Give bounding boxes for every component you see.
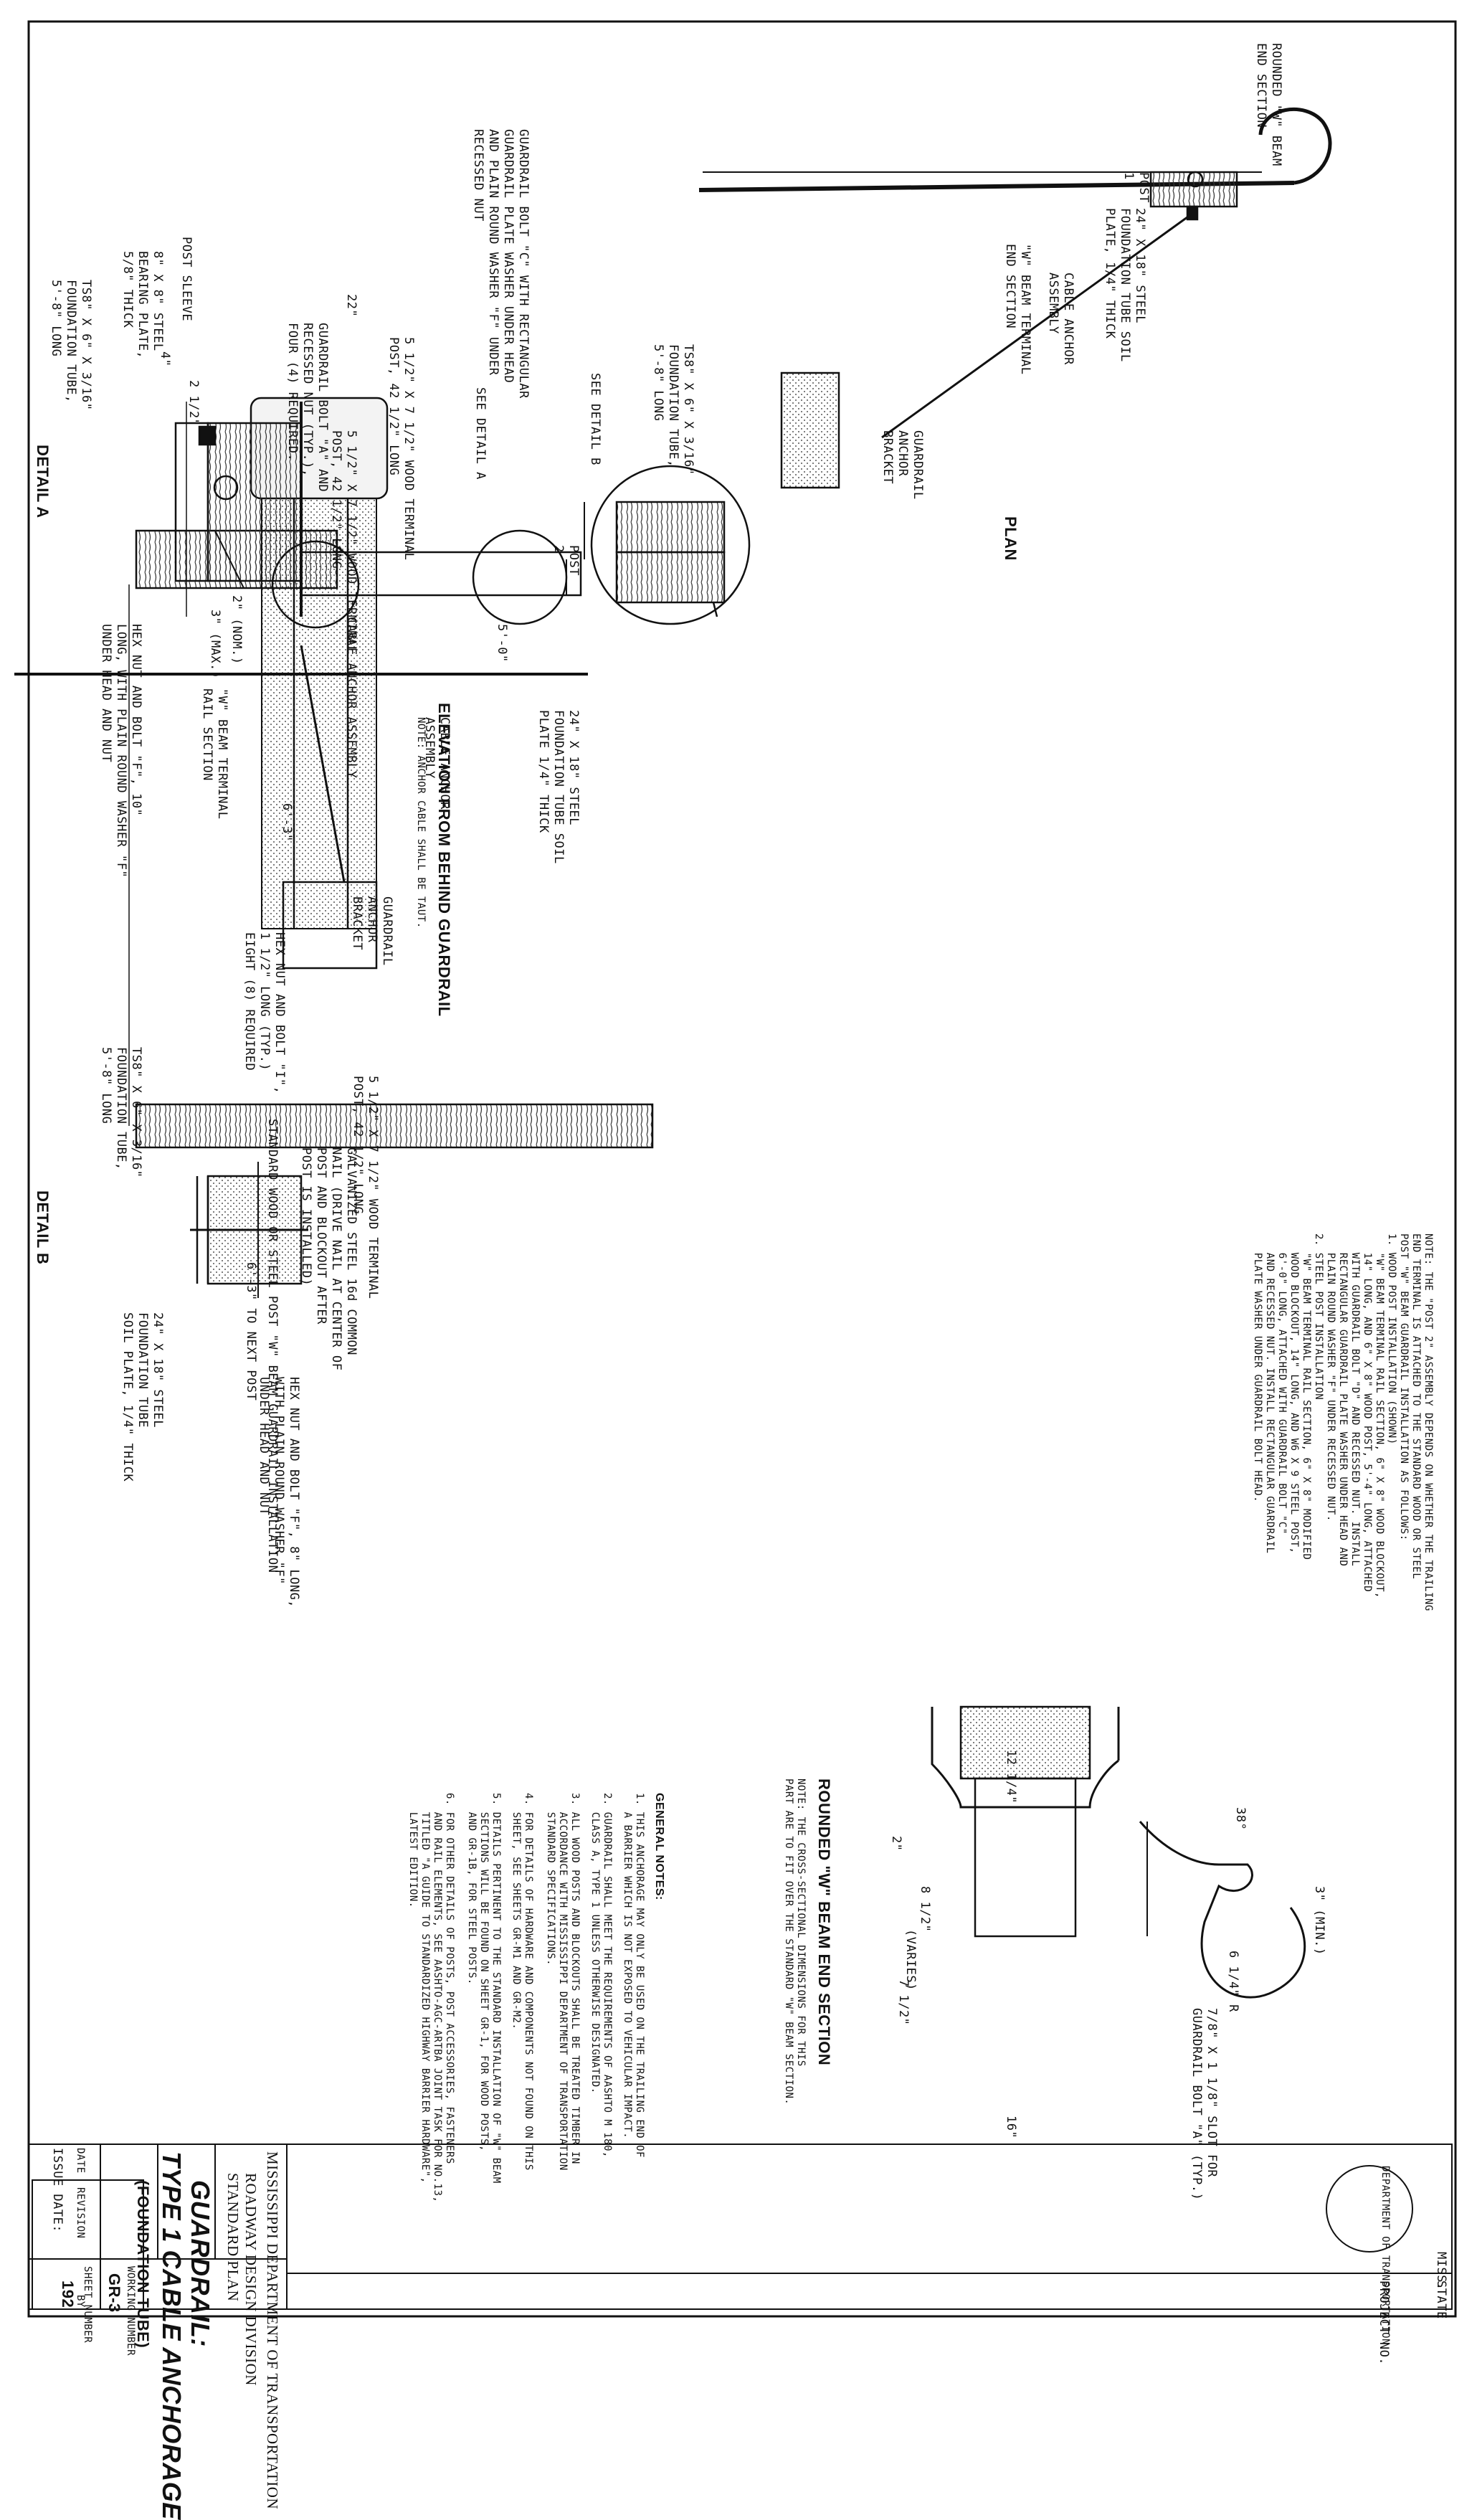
general-note-4: 4. FOR DETAILS OF HARDWARE AND COMPONENT… [510, 1793, 534, 2171]
general-note-6: 6. FOR OTHER DETAILS OF POSTS, POST ACCE… [407, 1793, 455, 2203]
hex-bolt-i-label: HEX NUT AND BOLT "I", 1 1/2" LONG (TYP.)… [242, 932, 287, 1094]
end-section-view [931, 1705, 1306, 1999]
drawing-sheet: ROUNDED "W" BEAM END SECTION POST 1 24" … [14, 20, 1457, 2520]
issue-date: ISSUE DATE: [50, 2148, 65, 2233]
dim-3-max: 3" (MAX.) [208, 610, 222, 679]
dim-4: 4" [158, 351, 172, 367]
plan-note: NOTE: THE "POST 2" ASSEMBLY DEPENDS ON W… [1252, 1233, 1434, 1611]
detail-b-hex-label: HEX NUT AND BOLT "F", 8" LONG, WITH PLAI… [257, 1377, 301, 1609]
dim-22: 22" [344, 294, 358, 318]
dim-8-1-2: 8 1/2" [918, 1886, 932, 1933]
w-beam-rail-label: "W" BEAM TERMINAL RAIL SECTION [200, 688, 229, 820]
plan-title: PLAN [1002, 516, 1020, 561]
see-detail-b: SEE DETAIL B [588, 373, 602, 465]
elev-bracket-label: GUARDRAIL ANCHOR BRACKET [350, 896, 394, 966]
detail-b-post-label: 5 1/2" X 7 1/2" WOOD TERMINAL POST, 42 1… [351, 1076, 380, 1299]
detail-a-view [174, 402, 303, 617]
detail-a-tube-label: TS8" X 6" X 3/16" FOUNDATION TUBE, 5'-8"… [49, 280, 93, 411]
state-value: MISS. [1434, 2252, 1448, 2291]
sheet-number-label: SHEET NUMBER [82, 2266, 93, 2344]
slot-label: 7/8" X 1 1/8" SLOT FOR GUARDRAIL BOLT "A… [1189, 2008, 1219, 2201]
rotated-drawing: ROUNDED "W" BEAM END SECTION POST 1 24" … [14, 20, 1457, 2520]
general-notes-heading: GENERAL NOTES: [653, 1793, 665, 1900]
plan-cable-label: CABLE ANCHOR ASSEMBLY [1046, 273, 1075, 365]
title-line-2: TYPE 1 CABLE ANCHORAGE [157, 2151, 186, 2520]
elev-soil-plate-label: 24" X 18" STEEL FOUNDATION TUBE SOIL PLA… [536, 710, 581, 864]
date-header: DATE [75, 2148, 86, 2174]
angle-38: 38° [1233, 1807, 1248, 1831]
dim-7-1-2: 7 1/2" [896, 1979, 911, 2026]
detail-b-view [190, 1162, 308, 1298]
bolt-c-label: GUARDRAIL BOLT "C" WITH RECTANGULAR GUAR… [471, 129, 531, 399]
general-note-5: 5. DETAILS PERTINENT TO THE STANDARD INS… [466, 1793, 502, 2184]
dim-12-1-4: 12 1/4" [1004, 1750, 1018, 1804]
dim-6-3: 6'-3" [280, 803, 294, 842]
agency-name: MISSISSIPPI DEPARTMENT OF TRANSPORTATION [264, 2151, 281, 2510]
working-number-label: WORKING NUMBER [125, 2266, 136, 2356]
elevation-note: NOTE: ANCHOR CABLE SHALL BE TAUT. [415, 717, 427, 929]
post1-label: POST 1 [1121, 172, 1151, 203]
bearing-plate-label: 8" X 8" STEEL BEARING PLATE, 5/8" THICK [120, 251, 165, 359]
division-name: ROADWAY DESIGN DIVISION [242, 2173, 260, 2386]
post-sleeve-label: POST SLEEVE [179, 237, 194, 322]
dim-16: 16" [1004, 2116, 1018, 2139]
title-line-1: GUARDRAIL: [186, 2180, 215, 2347]
elevation-title: ELEVATION FROM BEHIND GUARDRAIL [435, 703, 453, 1017]
dim-2-nom: 2" (NOM.) [229, 595, 244, 665]
dim-3-min: 3" (MIN.) [1312, 1886, 1326, 1956]
general-note-3: 3. ALL WOOD POSTS AND BLOCKOUTS SHALL BE… [545, 1793, 581, 2171]
detail-a-title: DETAIL A [34, 445, 52, 518]
detail-b-title: DETAIL B [34, 1190, 52, 1265]
working-number: GR-3 [105, 2273, 123, 2313]
seal: DEPARTMENT OF TRANSPORTATION [1379, 2166, 1391, 2346]
plan-view [590, 107, 1332, 625]
end-section-note: NOTE: THE CROSS-SECTIONAL DIMENSIONS FOR… [783, 1778, 807, 2105]
detail-b-soil-label: 24" X 18" STEEL FOUNDATION TUBE SOIL PLA… [120, 1312, 165, 1482]
dim-2-5: 2 1/2" [186, 380, 201, 427]
wood-post-label: 5 1/2" X 7 1/2" WOOD TERMINAL POST, 42 1… [386, 337, 416, 561]
see-detail-a: SEE DETAIL A [473, 387, 488, 480]
plan-foundation-plate-label: 24" X 18" STEEL FOUNDATION TUBE SOIL PLA… [1103, 208, 1147, 362]
elev-tube-label: TS8" X 6" X 3/16" FOUNDATION TUBE, 5'-8"… [651, 344, 695, 475]
post2-label: POST 2 [551, 545, 581, 576]
linework [14, 20, 1457, 2318]
plan-type: STANDARD PLAN [224, 2173, 242, 2302]
bolt-a-label: GUARDRAIL BOLT "A" AND RECESSED NUT (TYP… [285, 323, 330, 493]
rounded-end-label: ROUNDED "W" BEAM END SECTION [1254, 43, 1283, 166]
title-block-frame [28, 2144, 1453, 2310]
detail-a-cable-label: CABLE ANCHOR ASSEMBLY [344, 617, 358, 779]
general-note-2: 2. GUARDRAIL SHALL MEET THE REQUIREMENTS… [589, 1793, 613, 2158]
dim-2: 2" [889, 1836, 903, 1852]
end-section-title: ROUNDED "W" BEAM END SECTION [815, 1778, 833, 2066]
radius-label: 6 1/4" R [1226, 1951, 1240, 2012]
detail-b-tube-label: TS8" X 6" X 3/16" FOUNDATION TUBE, 5'-8"… [99, 1047, 143, 1178]
title-line-3: (FOUNDATION TUBE) [134, 2180, 152, 2349]
sheet-border [27, 20, 1457, 2318]
w-beam-end-label: "W" BEAM TERMINAL END SECTION [1003, 244, 1032, 375]
revision-header: REVISION [75, 2187, 86, 2239]
sheet-number: 192 [59, 2280, 77, 2308]
general-note-1: 1. THIS ANCHORAGE MAY ONLY BE USED ON TH… [622, 1793, 645, 2158]
detail-a-hex-label: HEX NUT AND BOLT "F", 10" LONG, WITH PLA… [99, 624, 143, 878]
plan-bracket-label: GUARDRAIL ANCHOR BRACKET [880, 430, 925, 500]
dim-5-0: 5'-0" [495, 624, 509, 663]
